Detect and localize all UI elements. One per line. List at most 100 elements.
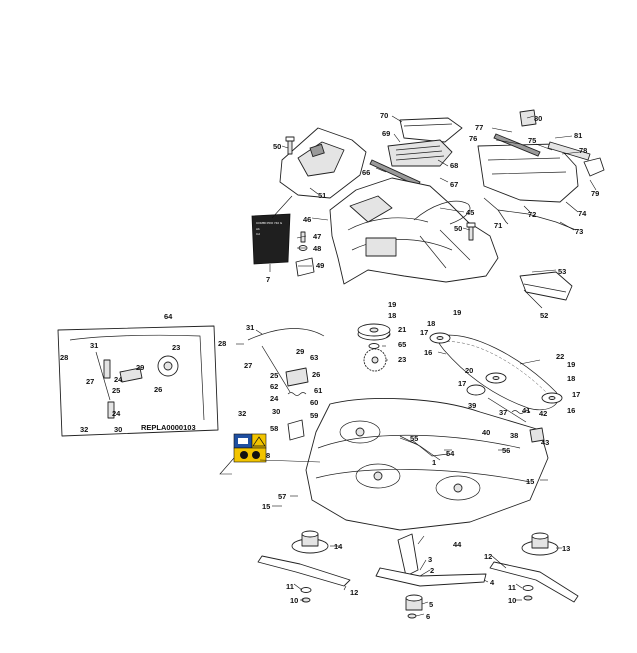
bar-81	[547, 141, 591, 161]
callout-13: 13	[562, 544, 570, 553]
callout-28: 28	[218, 339, 226, 348]
callout-70: 70	[380, 111, 388, 120]
callout-23-inset: 23	[172, 343, 180, 352]
grille-panel	[387, 139, 453, 167]
decal-text-line3: Cd	[256, 232, 260, 236]
callout-72: 72	[528, 210, 536, 219]
callout-16-top: 16	[424, 348, 432, 357]
callout-80: 80	[534, 114, 542, 123]
callout-66: 66	[362, 168, 370, 177]
callout-57: 57	[278, 492, 286, 501]
decal-text-line2: Ab	[256, 227, 260, 231]
callout-47: 47	[313, 232, 321, 241]
callout-62: 62	[270, 382, 278, 391]
tank-cover	[399, 117, 463, 143]
linkage-arm-31	[247, 328, 325, 393]
callout-68: 68	[450, 161, 458, 170]
callout-51: 51	[318, 191, 326, 200]
callout-18-right: 18	[567, 374, 575, 383]
callout-24-inset-a: 24	[114, 375, 123, 384]
callout-54: 54	[446, 449, 455, 458]
center-spindle-3	[397, 533, 423, 611]
instruction-decal: COMBI PRO 740 G Ab Cd	[251, 213, 291, 265]
callout-31: 31	[246, 323, 254, 332]
callout-26-inset: 26	[154, 385, 162, 394]
callout-55: 55	[410, 434, 418, 443]
leader-lines	[219, 115, 597, 617]
callout-37: 37	[499, 408, 507, 417]
callout-58: 58	[270, 424, 278, 433]
callout-2: 2	[430, 566, 434, 575]
callout-25-inset: 25	[112, 386, 120, 395]
callout-6: 6	[426, 612, 430, 621]
callout-27: 27	[244, 361, 252, 370]
bolt-washers	[300, 585, 534, 619]
info-label	[233, 433, 253, 449]
callout-50-top: 50	[273, 142, 281, 151]
mower-deck	[305, 397, 549, 531]
pulley-17c	[541, 392, 563, 404]
callout-17-right: 17	[572, 390, 580, 399]
callout-31-inset: 31	[90, 341, 98, 350]
decal-text-line1: COMBI PRO 740 G	[256, 221, 283, 225]
callout-77: 77	[475, 123, 483, 132]
callout-30-inset: 30	[114, 425, 122, 434]
inset-panel	[57, 325, 219, 437]
callout-39: 39	[468, 401, 476, 410]
callout-3: 3	[428, 555, 432, 564]
rod-54	[411, 439, 449, 457]
pulley-17a	[429, 332, 451, 344]
callout-19-belt: 19	[453, 308, 461, 317]
seat-cover-panel	[279, 127, 367, 199]
callout-59: 59	[310, 411, 318, 420]
callout-20: 20	[465, 366, 473, 375]
callout-27-inset: 27	[86, 377, 94, 386]
pulley-20	[485, 372, 507, 384]
callout-10-right: 10	[508, 596, 516, 605]
callout-26: 26	[312, 370, 320, 379]
callout-24: 24	[270, 394, 279, 403]
callout-8: 8	[266, 451, 270, 460]
callout-18-left: 18	[388, 311, 396, 320]
callout-12-right: 12	[484, 552, 492, 561]
callout-24-inset-b: 24	[112, 409, 121, 418]
clip-49	[295, 257, 315, 277]
callout-46: 46	[303, 215, 311, 224]
callout-81: 81	[574, 131, 582, 140]
callout-11-left: 11	[286, 582, 294, 591]
callout-32-inset: 32	[80, 425, 88, 434]
callout-49: 49	[316, 261, 324, 270]
rod-71-72	[483, 197, 577, 231]
callout-23: 23	[398, 355, 406, 364]
callout-42: 42	[539, 409, 547, 418]
callout-50-right: 50	[454, 224, 462, 233]
callout-64: 64	[164, 312, 173, 321]
hook-79	[583, 157, 605, 177]
main-body-shell	[329, 177, 499, 285]
callout-1: 1	[432, 458, 436, 467]
tension-arm-41	[487, 397, 531, 423]
inset-caption: REPLA0000103	[141, 423, 196, 432]
callout-43: 43	[541, 438, 549, 447]
callout-25: 25	[270, 371, 278, 380]
drive-belt-22	[437, 334, 559, 411]
callout-14: 14	[334, 542, 343, 551]
plate-53	[519, 271, 573, 301]
stop-rod-76	[493, 133, 541, 157]
blade-12b	[489, 561, 579, 603]
callout-15-left: 15	[262, 502, 270, 511]
callout-79: 79	[591, 189, 599, 198]
callout-22: 22	[556, 352, 564, 361]
callout-labels: 80 81 77 76 75 78 79 74 72 71 73 70 69 6…	[60, 111, 599, 621]
callout-19-right: 19	[567, 360, 575, 369]
callout-74: 74	[578, 209, 587, 218]
callout-45: 45	[466, 208, 474, 217]
warning-label	[251, 433, 267, 449]
blade-12a	[257, 555, 351, 587]
callout-17-top: 17	[420, 328, 428, 337]
callout-10-left: 10	[290, 596, 298, 605]
callout-7: 7	[266, 275, 270, 284]
callout-29: 29	[296, 347, 304, 356]
callout-71: 71	[494, 221, 502, 230]
bolt-50b	[466, 222, 476, 241]
